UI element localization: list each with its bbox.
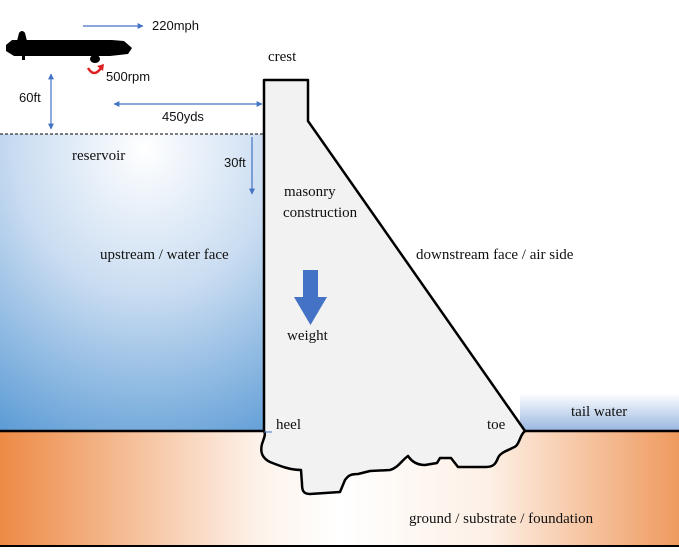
reservoir-label: reservoir xyxy=(72,148,125,164)
weight-arrow-icon xyxy=(294,270,327,325)
reservoir-water xyxy=(0,134,264,431)
depth-label: 30ft xyxy=(224,155,246,170)
weight-label: weight xyxy=(287,328,329,344)
lancaster-bomber-icon xyxy=(6,31,132,63)
spin-arrow-icon xyxy=(86,67,103,75)
bouncing-bomb-icon xyxy=(90,55,100,63)
ground-label: ground / substrate / foundation xyxy=(409,511,594,527)
spin-arrowhead xyxy=(97,64,104,71)
speed-label: 220mph xyxy=(152,18,199,33)
upstream-face-label: upstream / water face xyxy=(100,247,229,263)
tail-water xyxy=(520,393,679,431)
release-distance-label: 450yds xyxy=(162,109,204,124)
masonry-label-line1: masonry xyxy=(284,184,336,200)
masonry-label-line2: construction xyxy=(283,205,358,221)
heel-label: heel xyxy=(276,417,301,433)
spin-label: 500rpm xyxy=(106,69,150,84)
dam-body xyxy=(260,78,527,496)
downstream-face-label: downstream face / air side xyxy=(416,247,574,263)
toe-label: toe xyxy=(487,417,506,433)
tail-water-label: tail water xyxy=(571,404,627,420)
crest-label: crest xyxy=(268,49,297,65)
altitude-label: 60ft xyxy=(19,90,41,105)
